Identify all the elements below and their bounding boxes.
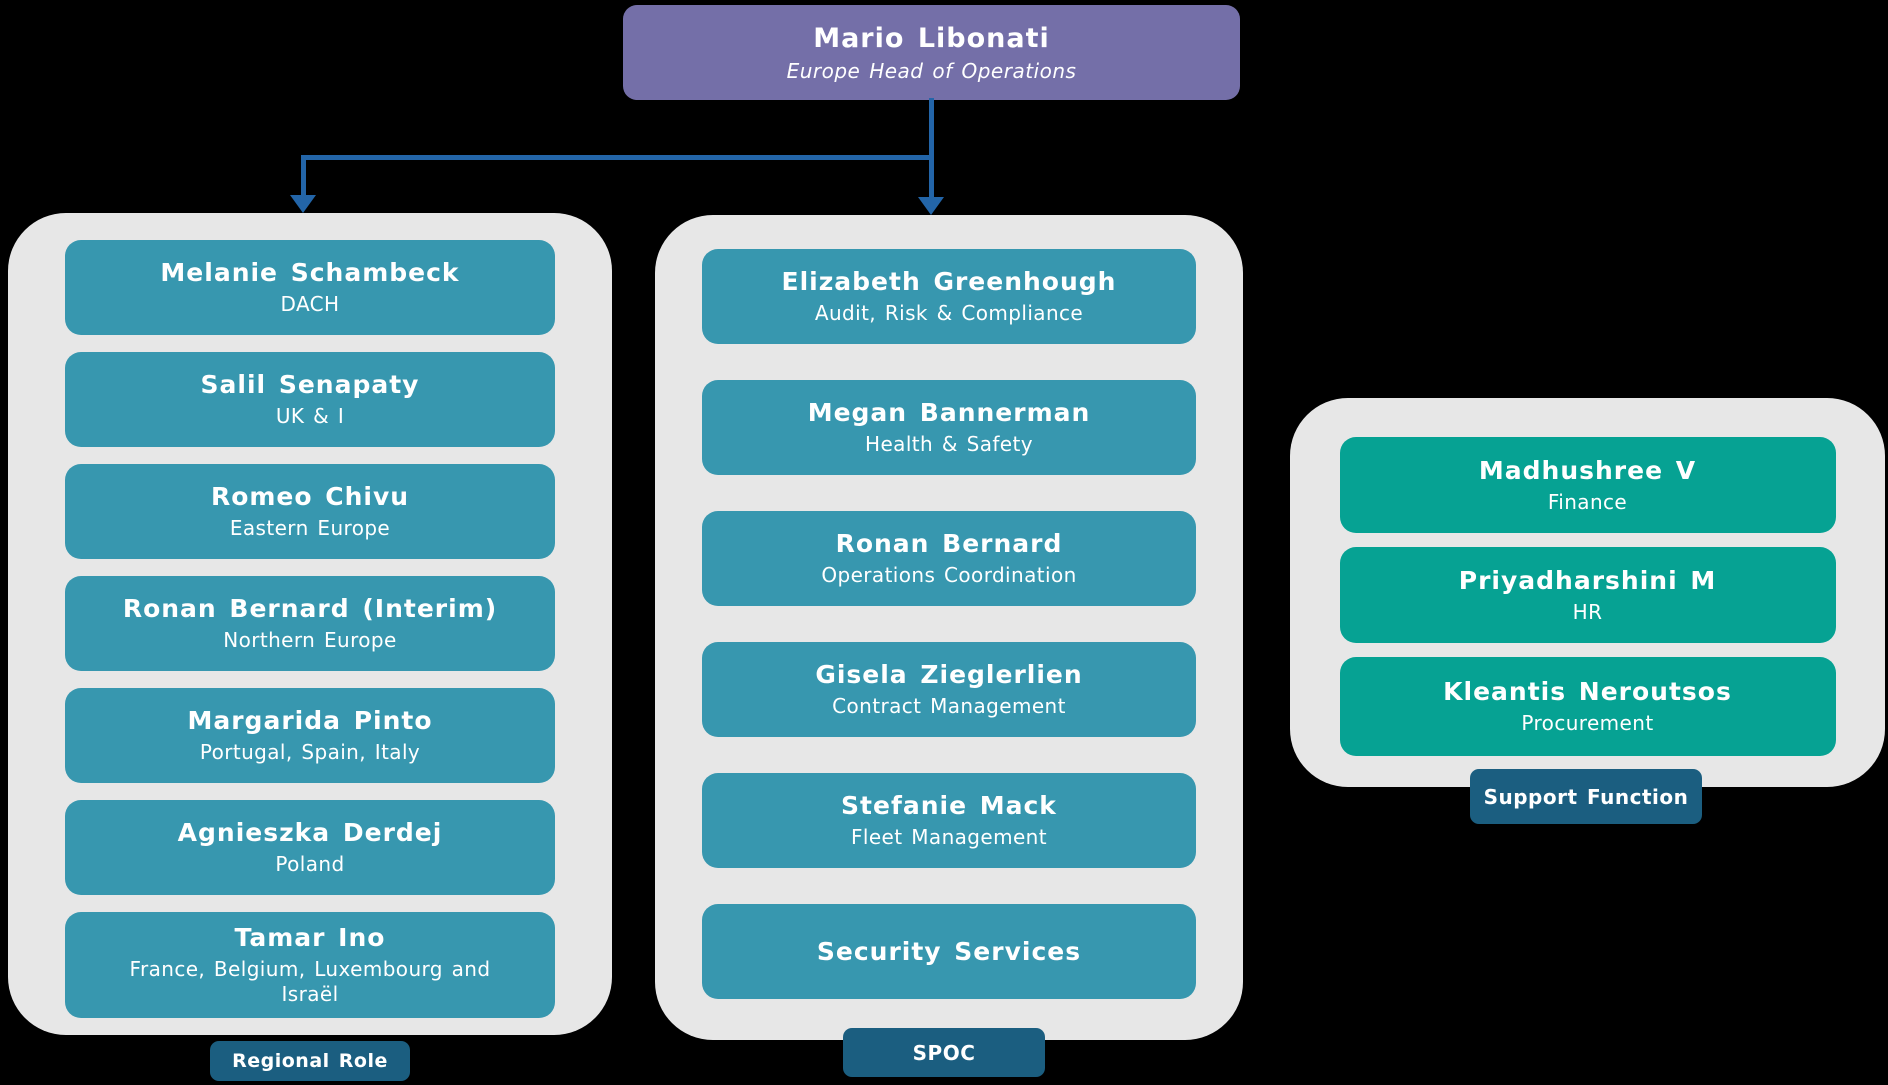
person-role: Fleet Management xyxy=(850,825,1048,849)
person-role: Eastern Europe xyxy=(229,516,391,540)
person-role: Contract Management xyxy=(832,694,1066,718)
person-name: Agnieszka Derdej xyxy=(177,818,443,847)
card-megan-bannerman: Megan Bannerman Health & Safety xyxy=(702,380,1196,475)
person-name: Priyadharshini M xyxy=(1458,565,1717,595)
person-name: Salil Senapaty xyxy=(200,370,420,399)
card-mario-libonati: Mario Libonati Europe Head of Operations xyxy=(623,5,1240,100)
person-role: Poland xyxy=(275,852,345,876)
card-tamar-ino: Tamar Ino France, Belgium, Luxembourg an… xyxy=(65,912,555,1018)
card-romeo-chivu: Romeo Chivu Eastern Europe xyxy=(65,464,555,559)
connector-root-stub xyxy=(929,98,934,158)
person-role: France, Belgium, Luxembourg and Israël xyxy=(129,957,491,1006)
group-spoc: Elizabeth Greenhough Audit, Risk & Compl… xyxy=(655,215,1243,1040)
card-ronan-bernard-interim: Ronan Bernard (Interim) Northern Europe xyxy=(65,576,555,671)
group-regional-role: Melanie Schambeck DACH Salil Senapaty UK… xyxy=(8,213,612,1035)
person-name: Kleantis Neroutsos xyxy=(1443,677,1732,706)
person-role: DACH xyxy=(280,292,340,316)
person-name: Elizabeth Greenhough xyxy=(781,267,1117,296)
group-support-function: Madhushree V Finance Priyadharshini M HR… xyxy=(1290,398,1885,787)
person-name: Margarida Pinto xyxy=(187,706,433,735)
card-salil-senapaty: Salil Senapaty UK & I xyxy=(65,352,555,447)
person-role: Health & Safety xyxy=(865,432,1033,456)
person-role: Procurement xyxy=(1521,711,1654,735)
card-madhushree-v: Madhushree V Finance xyxy=(1339,437,1836,533)
card-gisela-zieglerlien: Gisela Zieglerlien Contract Management xyxy=(702,642,1196,737)
connector-middle-drop xyxy=(929,155,934,199)
card-ronan-bernard: Ronan Bernard Operations Coordination xyxy=(702,511,1196,606)
person-role: UK & I xyxy=(275,404,345,428)
card-kleantis-neroutsos: Kleantis Neroutsos Procurement xyxy=(1339,657,1836,756)
person-name: Gisela Zieglerlien xyxy=(815,660,1083,689)
person-role: HR xyxy=(1572,599,1603,624)
card-priyadharshini-m: Priyadharshini M HR xyxy=(1339,547,1836,643)
card-stefanie-mack: Stefanie Mack Fleet Management xyxy=(702,773,1196,868)
card-security-services: Security Services xyxy=(702,904,1196,999)
person-name: Melanie Schambeck xyxy=(160,258,460,287)
person-role: Northern Europe xyxy=(223,628,397,652)
badge-regional-role: Regional Role xyxy=(210,1041,410,1081)
person-role: Portugal, Spain, Italy xyxy=(199,740,421,764)
person-role: Operations Coordination xyxy=(821,563,1077,587)
arrow-down-icon xyxy=(290,195,316,213)
card-margarida-pinto: Margarida Pinto Portugal, Spain, Italy xyxy=(65,688,555,783)
connector-horizontal xyxy=(301,155,934,160)
badge-spoc: SPOC xyxy=(843,1028,1045,1077)
person-name: Tamar Ino xyxy=(234,923,386,952)
arrow-down-icon xyxy=(918,197,944,215)
person-role: Finance xyxy=(1547,489,1628,514)
connector-left-drop xyxy=(301,155,306,197)
badge-support-function: Support Function xyxy=(1470,769,1702,824)
person-name: Romeo Chivu xyxy=(210,482,410,511)
person-name: Security Services xyxy=(816,936,1082,966)
person-role: Europe Head of Operations xyxy=(786,58,1077,83)
person-name: Stefanie Mack xyxy=(841,791,1057,820)
card-melanie-schambeck: Melanie Schambeck DACH xyxy=(65,240,555,335)
card-elizabeth-greenhough: Elizabeth Greenhough Audit, Risk & Compl… xyxy=(702,249,1196,344)
person-name: Madhushree V xyxy=(1478,455,1697,485)
person-name: Mario Libonati xyxy=(813,22,1050,54)
person-name: Ronan Bernard xyxy=(835,529,1063,558)
person-role: Audit, Risk & Compliance xyxy=(814,301,1084,325)
card-agnieszka-derdej: Agnieszka Derdej Poland xyxy=(65,800,555,895)
person-name: Ronan Bernard (Interim) xyxy=(122,594,498,623)
person-name: Megan Bannerman xyxy=(807,398,1091,427)
